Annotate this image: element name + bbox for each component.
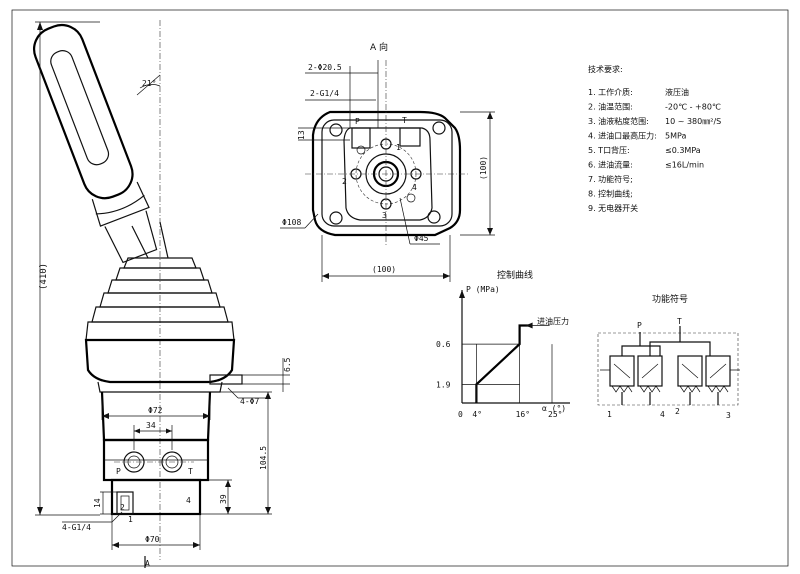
curve-line [475, 324, 531, 403]
side-port-T: T [188, 467, 193, 476]
shaft [131, 221, 169, 259]
tech-req-label: 5. T口背压: [588, 145, 630, 155]
dim-offset-13: 13 [297, 130, 306, 140]
dim-port-offset: 14 [93, 498, 102, 508]
dim-thread-bottom: 4-G1/4 [62, 523, 91, 532]
y-tick-label: 0.6 [436, 340, 451, 349]
dim-height-total: (410) [39, 263, 49, 290]
tech-req-label: 8. 控制曲线; [588, 189, 633, 199]
dim-width-horizontal: (100) [372, 265, 396, 274]
symbol-port-2: 2 [675, 407, 680, 416]
tech-req-value: ≤0.3MPa [665, 146, 701, 155]
tech-req-value: 液压油 [665, 87, 689, 97]
dim-port-size: 2-Φ20.5 [308, 63, 342, 72]
section-arrow-label: A [145, 559, 150, 568]
port-1-label: 1 [396, 143, 401, 152]
dim-mount-holes: 4-Φ7 [240, 397, 259, 406]
side-port-P: P [116, 467, 121, 476]
dim-bolt-circle: Φ45 [414, 234, 429, 243]
mount-flange [209, 374, 243, 385]
dim-base-dia: Φ70 [145, 535, 160, 544]
port-T-label: T [402, 116, 407, 125]
handle-angle-label: 21° [142, 79, 156, 88]
inlet-pressure-arrowhead [525, 322, 533, 329]
x-tick-label: 4° [472, 410, 482, 419]
dim-base-height: 39 [219, 494, 228, 504]
function-symbol: 功能符号 P T 1 4 2 3 [597, 293, 740, 420]
tech-req-value: 10 ~ 380㎜²/S [665, 117, 721, 126]
tech-req-label: 9. 无电器开关 [588, 203, 638, 213]
joystick-side-view: 21° P T 2 [33, 20, 292, 568]
symbol-port-4: 4 [660, 410, 665, 419]
x-tick-label: 16° [516, 410, 530, 419]
function-symbol-title: 功能符号 [652, 293, 688, 305]
tech-requirements: 技术要求: 1. 工作介质: 液压油 2. 油温范围: -20℃ - +80℃ 3. 油… [588, 64, 721, 213]
y-tick-label: 1.9 [436, 380, 451, 389]
y-axis-arrow [459, 290, 465, 298]
tech-req-label: 1. 工作介质: [588, 87, 633, 97]
dim-flange-thickness: 6.5 [283, 357, 292, 372]
tech-req-label: 3. 油液粘度范围: [588, 116, 649, 126]
port-4-label: 4 [412, 183, 417, 192]
handle-grip [33, 23, 158, 264]
dim-width-vertical: (100) [479, 156, 488, 180]
dim-port-pitch: 34 [146, 421, 156, 430]
port-P-label: P [355, 117, 360, 126]
tech-req-title: 技术要求: [588, 64, 623, 74]
tech-req-value: ≤16L/min [665, 161, 704, 170]
side-port-1: 1 [128, 515, 133, 524]
view-a-bottom: A 向 P T 1 2 3 4 [280, 41, 495, 282]
tech-req-label: 6. 进油流量: [588, 160, 633, 170]
x-tick-label: 25° [548, 410, 562, 419]
sheet-border [11, 9, 789, 567]
symbol-P-label: P [637, 321, 642, 330]
dim-body-height: 104.5 [259, 446, 268, 470]
port-3-label: 3 [382, 211, 387, 220]
chart-y-axis-label: P (MPa) [466, 285, 500, 294]
symbol-T-label: T [677, 317, 682, 326]
tech-req-value: 5MPa [665, 132, 686, 141]
symbol-port-3: 3 [726, 411, 731, 420]
chart-inlet-pressure-label: 进油压力 [537, 316, 569, 326]
chart-x-axis-label: α (°) [542, 404, 566, 413]
symbol-port-1: 1 [607, 410, 612, 419]
tech-req-label: 4. 进油口最高压力: [588, 131, 657, 141]
dim-boss-dia: Φ108 [282, 218, 301, 227]
control-curve-chart: 控制曲线 P (MPa) α (°) 进油压力 1.9 0.6 0 4° 16° 25° [436, 269, 570, 419]
bellows-boot [84, 257, 236, 393]
tech-req-value: -20℃ - +80℃ [665, 103, 721, 112]
dim-thread-top: 2-G1/4 [310, 89, 339, 98]
view-a-title: A 向 [370, 41, 388, 53]
symbol-frame [597, 332, 739, 406]
x-tick-label: 0 [458, 410, 463, 419]
tech-req-label: 7. 功能符号; [588, 174, 633, 184]
chart-title: 控制曲线 [497, 269, 533, 281]
port-2-label: 2 [342, 177, 347, 186]
side-port-2: 2 [120, 503, 125, 512]
side-port-4: 4 [186, 496, 191, 505]
tech-req-label: 2. 油温范围: [588, 102, 633, 112]
dim-body-dia: Φ72 [148, 406, 163, 415]
